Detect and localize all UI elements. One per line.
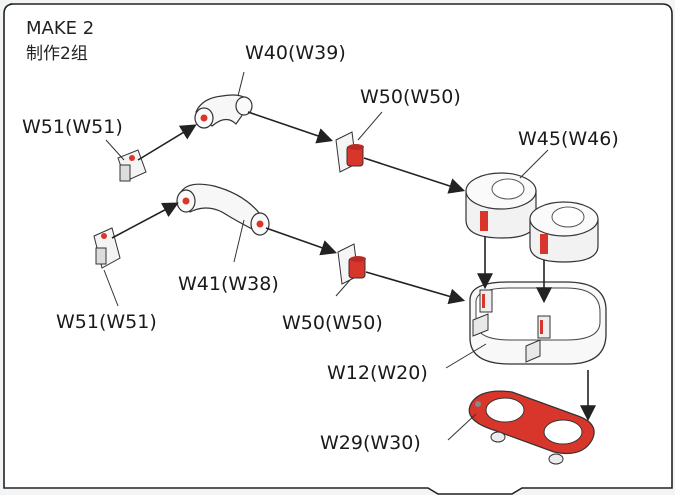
- part-label-w41: W41(W38): [178, 273, 279, 295]
- part-label-w45: W45(W46): [518, 128, 619, 150]
- part-label-w50-top: W50(W50): [360, 86, 461, 108]
- part-label-w40: W40(W39): [245, 42, 346, 64]
- part-label-w29: W29(W30): [320, 432, 421, 454]
- part-label-w51-bottom: W51(W51): [56, 311, 157, 333]
- part-label-w51-top: W51(W51): [22, 116, 123, 138]
- w45-cylinder-right: [530, 202, 598, 262]
- step-title: MAKE 2: [26, 18, 94, 40]
- step-subtitle: 制作2组: [26, 44, 88, 64]
- part-label-w50-bottom: W50(W50): [282, 312, 383, 334]
- part-label-w12: W12(W20): [327, 362, 428, 384]
- w12-tray-part: [470, 282, 606, 364]
- w45-cylinder-left: [466, 173, 536, 238]
